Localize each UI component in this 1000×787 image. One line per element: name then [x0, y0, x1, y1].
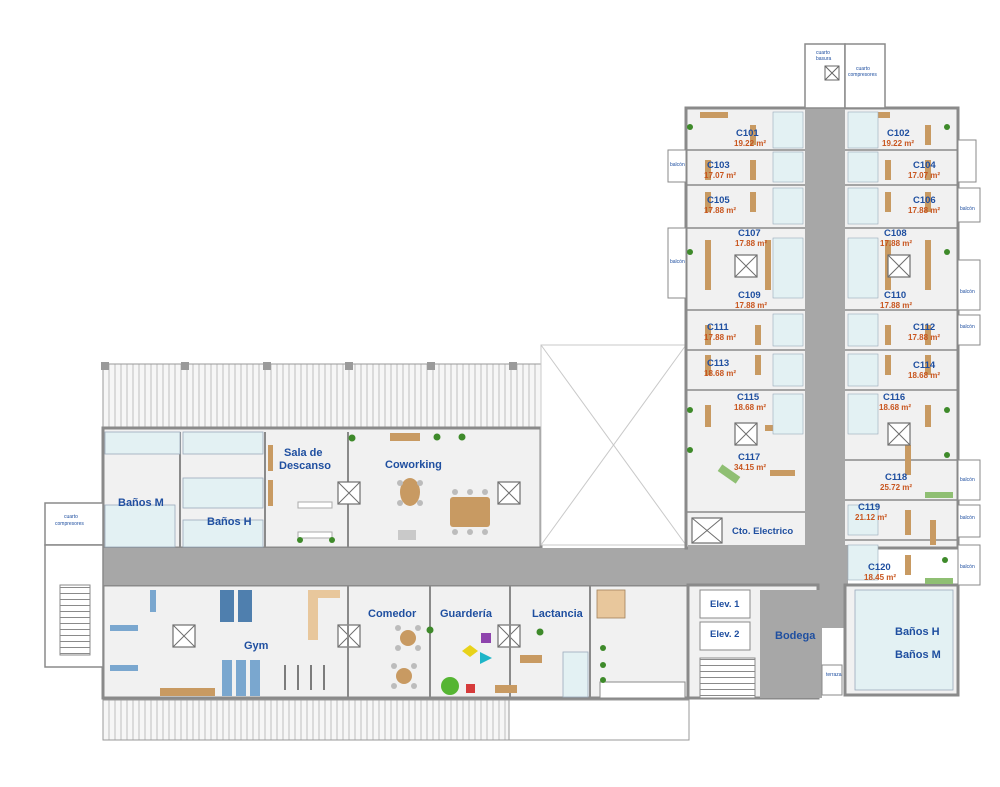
room-area: 17.88 m² — [908, 333, 941, 342]
room-area: 17.88 m² — [735, 239, 768, 248]
room-area: 17.88 m² — [704, 333, 737, 342]
west-bottom-rooms — [347, 585, 591, 698]
room-area: 19.22 m² — [882, 139, 915, 148]
terraza-label: terraza — [826, 672, 842, 678]
elev-2-label: Elev. 2 — [710, 629, 740, 640]
cuarto-compresores-west-line1: cuarto — [64, 514, 78, 520]
room-area: 17.88 m² — [880, 301, 913, 310]
cuarto-compresores-north-line1: cuarto — [856, 66, 870, 72]
coworking-label: Coworking — [385, 459, 442, 471]
room-code: C118 — [885, 472, 908, 483]
room-code: C107 — [738, 228, 761, 239]
room-code: C105 — [707, 195, 730, 206]
room-code: C101 — [736, 128, 759, 139]
room-area: 25.72 m² — [880, 483, 913, 492]
room-area: 17.88 m² — [880, 239, 913, 248]
coworking-furniture — [268, 433, 490, 540]
room-code: C117 — [738, 452, 761, 463]
room-area: 18.68 m² — [734, 403, 767, 412]
balcon-label-w1: balcón — [670, 162, 685, 168]
courtyard-void — [540, 344, 687, 546]
cuarto-basura-line1: cuarto — [816, 50, 830, 56]
cto-electrico-label: Cto. Electrico — [732, 526, 794, 537]
room-code: C102 — [887, 128, 910, 139]
room-code: C119 — [858, 502, 881, 513]
room-code: C106 — [913, 195, 936, 206]
balcon-label-e6: balcón — [960, 564, 975, 570]
room-area: 34.15 m² — [734, 463, 767, 472]
room-code: C116 — [883, 392, 906, 403]
room-code: C114 — [913, 360, 936, 371]
cuarto-basura-line2: basura — [816, 56, 832, 62]
room-code: C115 — [737, 392, 760, 403]
room-code: C111 — [707, 322, 729, 333]
east-room-dividers — [686, 149, 958, 541]
west-stair-block — [44, 502, 104, 668]
balcon-label-e3: balcón — [960, 324, 975, 330]
elev-1-label: Elev. 1 — [710, 599, 740, 610]
sala-descanso-label-line2: Descanso — [279, 460, 331, 472]
comedor-label: Comedor — [368, 608, 417, 620]
lactancia-label: Lactancia — [532, 608, 583, 620]
room-area: 17.88 m² — [704, 206, 737, 215]
comedor-tables — [391, 625, 421, 689]
balcon-label-w2: balcón — [670, 259, 685, 265]
gym-label: Gym — [244, 640, 269, 652]
room-area: 21.12 m² — [855, 513, 888, 522]
room-area: 17.88 m² — [908, 206, 941, 215]
room-code: C120 — [868, 562, 891, 573]
banos-h-east-label: Baños H — [895, 626, 940, 638]
cuarto-compresores-north-line2: compresores — [848, 72, 877, 78]
room-area: 18.68 m² — [704, 369, 737, 378]
balcon-label-e1: balcón — [960, 206, 975, 212]
room-code: C104 — [913, 160, 936, 171]
room-code: C109 — [738, 290, 761, 301]
room-code: C103 — [707, 160, 730, 171]
room-area: 18.45 m² — [864, 573, 897, 582]
cuarto-compresores-west-line2: compresores — [55, 521, 84, 527]
guarderia-toys — [441, 633, 542, 695]
room-area: 18.68 m² — [879, 403, 912, 412]
balcon-label-e5: balcón — [960, 515, 975, 521]
gym-equipment — [110, 590, 340, 696]
room-code: C113 — [707, 358, 730, 369]
guarderia-label: Guardería — [440, 608, 492, 620]
room-code: C110 — [884, 290, 907, 301]
room-code: C112 — [913, 322, 936, 333]
balcon-label-e4: balcón — [960, 477, 975, 483]
bodega-label: Bodega — [775, 630, 816, 642]
balcon-label-e2: balcón — [960, 289, 975, 295]
sala-descanso-label-line1: Sala de — [284, 447, 323, 459]
room-code: C108 — [884, 228, 907, 239]
plants — [297, 124, 950, 683]
banos-h-west-label: Baños H — [207, 516, 252, 528]
room-area: 18.68 m² — [908, 371, 941, 380]
room-area: 17.07 m² — [908, 171, 941, 180]
banos-m-east-label: Baños M — [895, 649, 941, 661]
banos-m-west-label: Baños M — [118, 497, 164, 509]
room-area: 17.07 m² — [704, 171, 737, 180]
room-area: 17.88 m² — [735, 301, 768, 310]
east-wing — [667, 43, 981, 700]
room-area: 19.22 m² — [734, 139, 767, 148]
